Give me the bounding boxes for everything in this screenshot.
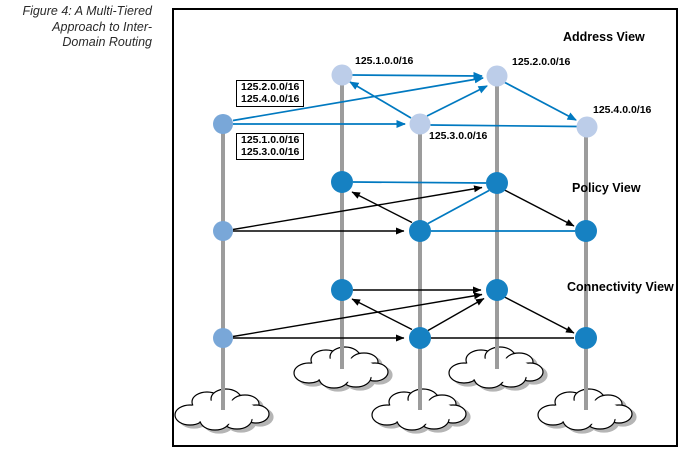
- caption-line-3: Domain Routing: [62, 35, 152, 49]
- conn-node-5: [575, 327, 597, 349]
- connectivity-view-nodes: [213, 279, 597, 349]
- policy-edge-n3-n4: [427, 189, 490, 225]
- caption-line-2: Approach to Inter-: [52, 19, 152, 34]
- figure-caption: Figure 4: A Multi-Tiered Approach to Int…: [4, 4, 152, 51]
- policy-node-3: [409, 220, 431, 242]
- address-node-125-4: [576, 116, 598, 138]
- address-node-125-1: [331, 64, 353, 86]
- conn-edge-n3-to-n2: [351, 298, 413, 331]
- policy-node-4: [486, 172, 508, 194]
- policy-node-5: [575, 220, 597, 242]
- address-view-nodes: [213, 64, 598, 138]
- prefix-label-125-2: 125.2.0.0/16: [512, 56, 571, 68]
- figure-border: [172, 8, 678, 447]
- prefix-box-bottom-line-1: 125.1.0.0/16: [241, 134, 300, 146]
- prefix-label-125-3: 125.3.0.0/16: [429, 130, 488, 142]
- policy-edge-n4-to-n5: [504, 189, 575, 227]
- address-view-edges: [232, 71, 578, 128]
- policy-view-label: Policy View: [572, 181, 641, 195]
- conn-edge-n4-to-n5: [504, 296, 575, 334]
- edge-router-to-125-2: [232, 75, 484, 122]
- address-node-router: [213, 114, 233, 134]
- edge-125-3-to-125-2: [426, 85, 488, 117]
- edge-125-3-to-125-4: [430, 124, 578, 128]
- connectivity-view-label: Connectivity View: [567, 280, 674, 294]
- policy-node-2: [331, 171, 353, 193]
- policy-view-nodes: [213, 171, 597, 242]
- conn-node-4: [486, 279, 508, 301]
- prefix-box-top-line-1: 125.2.0.0/16: [241, 81, 300, 93]
- network-clouds: [174, 346, 637, 434]
- address-node-125-2: [486, 65, 508, 87]
- conn-node-3: [409, 327, 431, 349]
- prefix-box-bottom: 125.1.0.0/16 125.3.0.0/16: [236, 133, 305, 160]
- conn-edge-n3-to-n4: [427, 297, 485, 332]
- prefix-box-bottom-line-2: 125.3.0.0/16: [241, 145, 300, 158]
- conn-node-2: [331, 279, 353, 301]
- connectivity-view-edges: [232, 286, 575, 342]
- policy-edge-n2-n4: [352, 181, 487, 184]
- policy-node-router: [213, 221, 233, 241]
- edge-125-1-to-125-2: [352, 71, 483, 80]
- policy-view-edges: [232, 181, 575, 235]
- prefix-label-125-1: 125.1.0.0/16: [355, 55, 414, 67]
- address-view-label: Address View: [563, 30, 645, 44]
- edge-125-2-to-125-4: [503, 81, 577, 121]
- caption-line-1: Figure 4: A Multi-Tiered: [22, 4, 152, 18]
- prefix-label-125-4: 125.4.0.0/16: [593, 104, 652, 116]
- address-node-125-3: [409, 113, 431, 135]
- domain-poles: [221, 78, 588, 410]
- prefix-box-top-line-2: 125.4.0.0/16: [241, 92, 300, 105]
- conn-edge-router-to-n4: [232, 292, 483, 338]
- policy-edge-router-to-n4: [232, 185, 483, 231]
- prefix-box-top: 125.2.0.0/16 125.4.0.0/16: [236, 80, 305, 107]
- conn-node-router: [213, 328, 233, 348]
- edge-125-3-to-125-1: [349, 81, 412, 119]
- policy-edge-n3-to-n2: [351, 191, 413, 224]
